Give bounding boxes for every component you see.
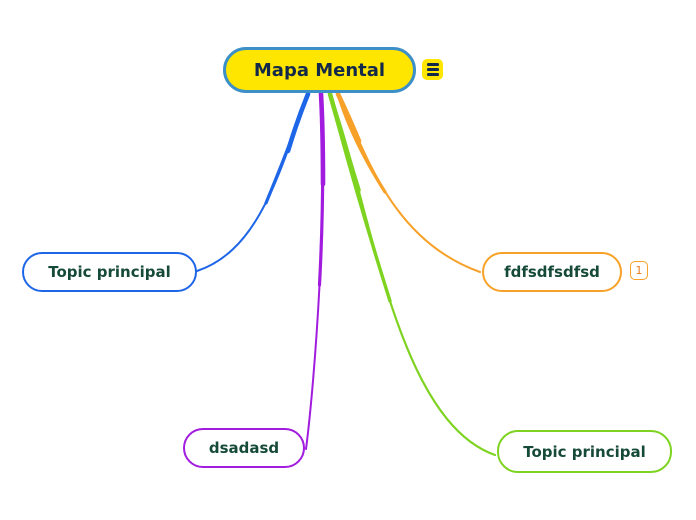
connector-purple <box>305 91 326 450</box>
node-label: fdfsdfsdfsd <box>504 263 600 281</box>
node-topic-bottom-right[interactable]: Topic principal <box>497 430 672 473</box>
node-topic-left[interactable]: Topic principal <box>22 252 197 292</box>
connector-orange <box>335 91 481 273</box>
root-node-label: Mapa Mental <box>253 59 386 81</box>
node-label: dsadasd <box>208 439 280 457</box>
node-fdfsdfsdfsd[interactable]: fdfsdfsdfsd <box>482 252 622 292</box>
root-notes-button[interactable] <box>422 59 443 80</box>
node-label: Topic principal <box>523 442 646 461</box>
hamburger-icon <box>426 63 439 76</box>
connector-blue <box>196 91 311 272</box>
root-node[interactable]: Mapa Mental <box>223 47 416 93</box>
connector-green <box>327 91 497 457</box>
node-count-badge[interactable]: 1 <box>630 261 648 280</box>
node-label: Topic principal <box>48 263 171 281</box>
badge-value: 1 <box>635 264 643 277</box>
node-dsadasd[interactable]: dsadasd <box>183 428 305 468</box>
